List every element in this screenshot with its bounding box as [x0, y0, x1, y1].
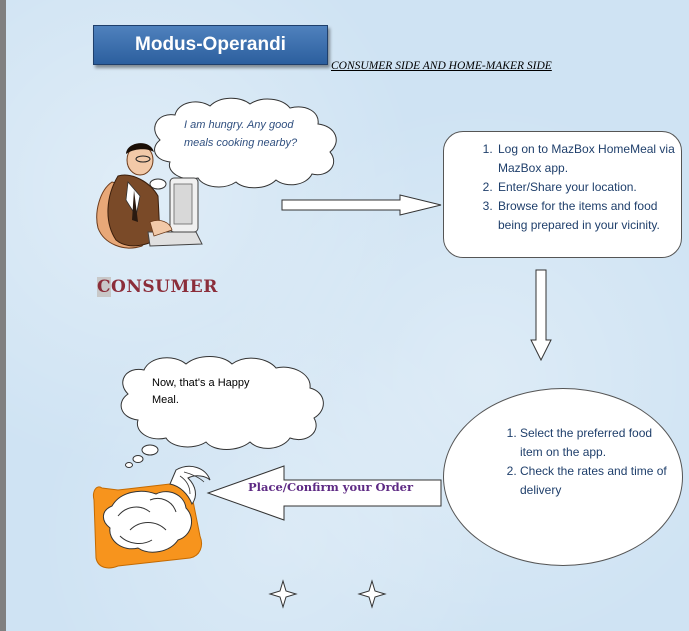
step-item: Browse for the items and food being prep…	[496, 197, 681, 235]
thought-cloud-happy	[120, 356, 324, 468]
selection-step-item: Select the preferred food item on the ap…	[520, 424, 670, 462]
cornucopia-icon	[93, 465, 211, 569]
arrow-left-to-consumer	[206, 465, 442, 521]
arrow-right-to-steps	[281, 194, 442, 216]
title-box: Modus-Operandi	[93, 25, 328, 65]
step-item: Enter/Share your location.	[496, 178, 681, 197]
consumer-label-initial: C	[97, 277, 112, 297]
sparkle-icon	[357, 579, 387, 609]
page-subtitle: CONSUMER SIDE AND HOME-MAKER SIDE	[331, 60, 552, 72]
consumer-label-rest: ONSUMER	[111, 277, 218, 297]
man-at-computer-icon	[96, 143, 203, 249]
page-edge-bar	[0, 0, 6, 631]
page-title: Modus-Operandi	[135, 34, 286, 55]
selection-steps-list: Select the preferred food item on the ap…	[444, 424, 670, 500]
thought-hungry-text: I am hungry. Any good meals cooking near…	[184, 119, 298, 149]
arrow-down-to-ellipse	[530, 269, 552, 362]
selection-ellipse: Select the preferred food item on the ap…	[443, 388, 683, 566]
consumer-label: CONSUMER	[97, 277, 218, 297]
selection-step-item: Check the rates and time of delivery	[520, 462, 670, 500]
thought-happy-text: Now, that's a Happy Meal.	[152, 377, 250, 406]
steps-list: Log on to MazBox HomeMeal via MazBox app…	[444, 140, 681, 235]
place-order-label: Place/Confirm your Order	[248, 480, 414, 494]
step-item: Log on to MazBox HomeMeal via MazBox app…	[496, 140, 681, 178]
steps-box: Log on to MazBox HomeMeal via MazBox app…	[443, 131, 682, 258]
sparkle-icon	[268, 579, 298, 609]
